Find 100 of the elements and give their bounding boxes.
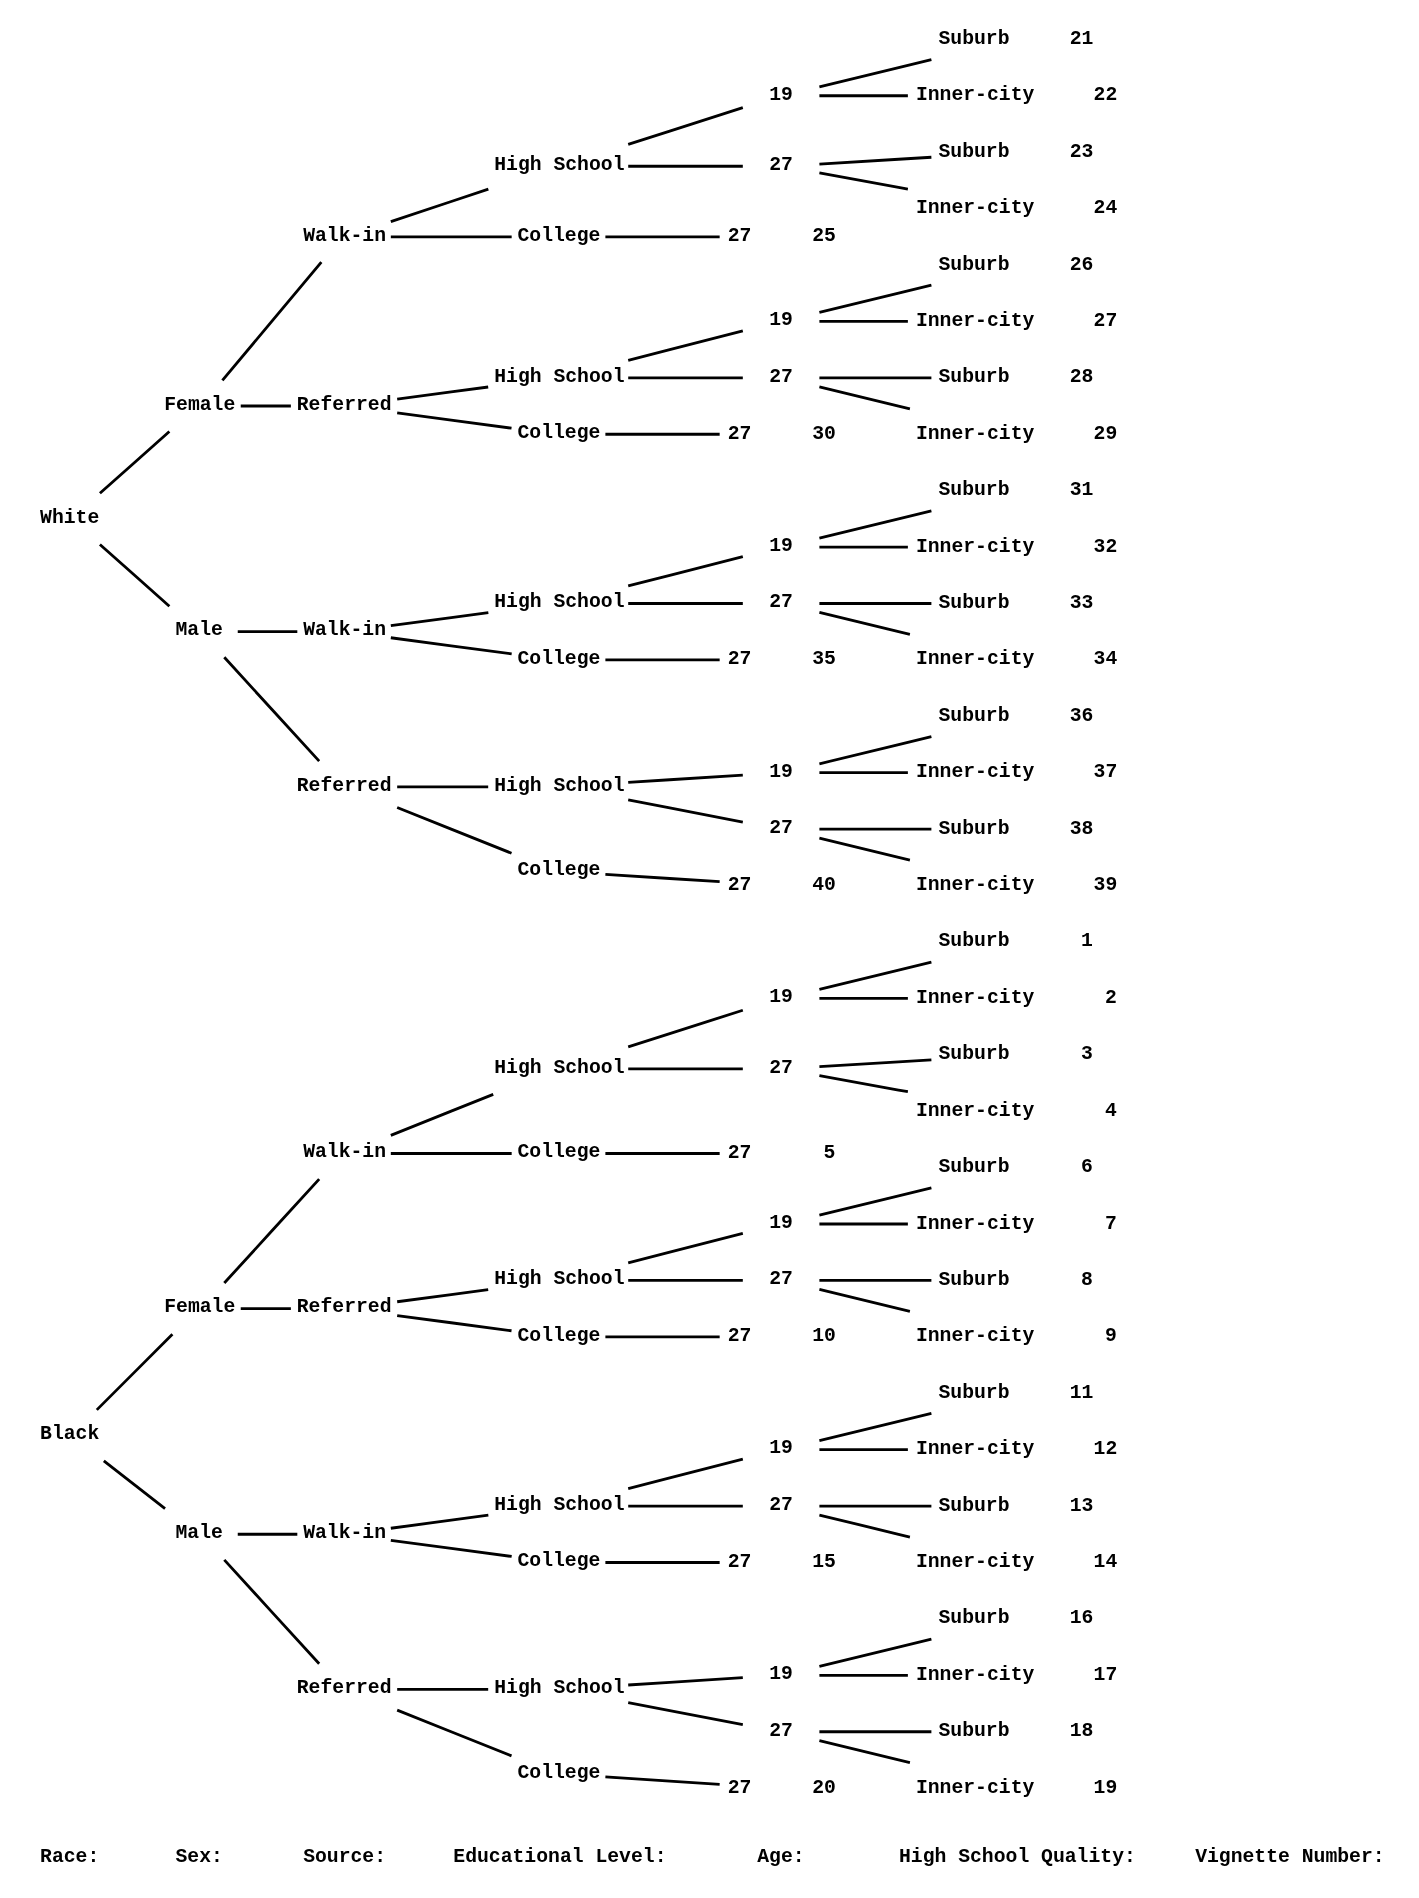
node-text: 27 [768, 1268, 793, 1291]
node-text: Suburb [937, 1494, 1010, 1517]
connector [222, 1558, 320, 1665]
node-text: Black [39, 1423, 99, 1446]
connector [818, 1412, 932, 1443]
node-label: 38 [1069, 817, 1093, 840]
node-label: 2 [1104, 986, 1117, 1009]
node-label: 17 [1093, 1663, 1117, 1686]
node-text: 27 [768, 154, 793, 177]
node-text: Suburb [937, 366, 1010, 389]
node-text: 27 [727, 1776, 751, 1799]
connector [396, 385, 488, 401]
node-text: Inner-city [915, 84, 1034, 107]
connector [818, 960, 932, 991]
node-text: Suburb [937, 253, 1010, 276]
connector [818, 320, 908, 323]
node-label: 26 [1069, 253, 1093, 276]
node-text: 27 [727, 1551, 751, 1573]
node-label: 30 [811, 422, 836, 445]
node-text: Inner-city [915, 1438, 1034, 1461]
node-label: 14 [1093, 1551, 1117, 1573]
node-label: 3 [1080, 1043, 1093, 1066]
connector [389, 187, 489, 223]
node-text: 19 [768, 1663, 793, 1686]
node-label: 16 [1069, 1607, 1093, 1630]
connector [396, 806, 512, 855]
connector [818, 1186, 932, 1217]
node-text: College [516, 1761, 600, 1784]
connector [396, 1314, 512, 1333]
node-text: Suburb [937, 1156, 1010, 1179]
connector [818, 385, 910, 411]
connector [604, 1152, 720, 1155]
node-text: 27 [727, 648, 751, 671]
connector [604, 872, 720, 884]
node-text: Inner-city [915, 1212, 1034, 1235]
node-text: High School [493, 154, 624, 177]
node-text: Suburb [937, 704, 1010, 727]
connector [237, 1532, 297, 1536]
node-text: Suburb [937, 1043, 1010, 1066]
node-text: Suburb [937, 479, 1010, 502]
connector [627, 773, 743, 784]
node-text: College [516, 224, 600, 247]
node-label: 8 [1080, 1268, 1093, 1291]
connector [818, 509, 932, 540]
label: Source: [302, 1846, 386, 1869]
label: Educational Level: [452, 1846, 666, 1869]
node-label: 13 [1069, 1494, 1093, 1517]
node-text: Inner-city [915, 1551, 1034, 1573]
node-text: 19 [768, 1437, 793, 1460]
connector [604, 658, 720, 662]
node-text: High School [493, 1268, 624, 1291]
node-text: College [516, 422, 600, 445]
connector [627, 1676, 743, 1687]
connector [627, 1008, 743, 1049]
connector [604, 1775, 720, 1786]
connector [818, 283, 932, 314]
node-text: Male [174, 1522, 223, 1545]
node-text: Walk-in [302, 619, 386, 642]
connector [818, 1739, 910, 1765]
node-label: 22 [1093, 84, 1117, 107]
node-label: 12 [1093, 1438, 1117, 1461]
node-label: 35 [811, 648, 836, 671]
node-label: 4 [1104, 1099, 1117, 1122]
node-label: 5 [823, 1142, 835, 1165]
node-text: Walk-in [302, 1141, 386, 1164]
node-text: Inner-city [915, 422, 1034, 445]
node-text: Inner-city [915, 197, 1034, 220]
connector [818, 545, 908, 549]
node-label: 24 [1093, 197, 1117, 220]
node-label: 32 [1093, 535, 1117, 558]
node-label: 21 [1069, 27, 1093, 50]
node-label: 9 [1104, 1325, 1117, 1348]
node-label: 11 [1069, 1381, 1093, 1404]
connector [818, 735, 932, 766]
connector [627, 1232, 743, 1265]
node-text: Inner-city [915, 1325, 1034, 1348]
node-text: Inner-city [915, 874, 1034, 897]
connector [396, 411, 512, 430]
node-text: Walk-in [302, 1522, 386, 1545]
node-text: Inner-city [915, 1099, 1034, 1122]
node-text: Inner-city [915, 1663, 1034, 1686]
connector [818, 94, 908, 98]
node-text: Inner-city [915, 535, 1034, 558]
label: High School Quality: [898, 1846, 1136, 1869]
connector [627, 329, 743, 362]
connector [627, 1457, 743, 1490]
node-text: High School [493, 1056, 624, 1079]
node-text: College [516, 859, 600, 882]
connector [818, 58, 932, 89]
node-text: College [516, 647, 600, 670]
connector [627, 164, 743, 168]
node-text: Walk-in [302, 224, 386, 247]
node-text: Suburb [937, 1268, 1010, 1291]
node-label: 27 [1093, 309, 1117, 332]
connector [627, 1504, 743, 1508]
node-text: College [516, 1550, 600, 1573]
node-text: Male [174, 619, 223, 642]
node-text: 19 [768, 760, 793, 783]
connector [95, 1333, 173, 1411]
connector [818, 996, 908, 1000]
